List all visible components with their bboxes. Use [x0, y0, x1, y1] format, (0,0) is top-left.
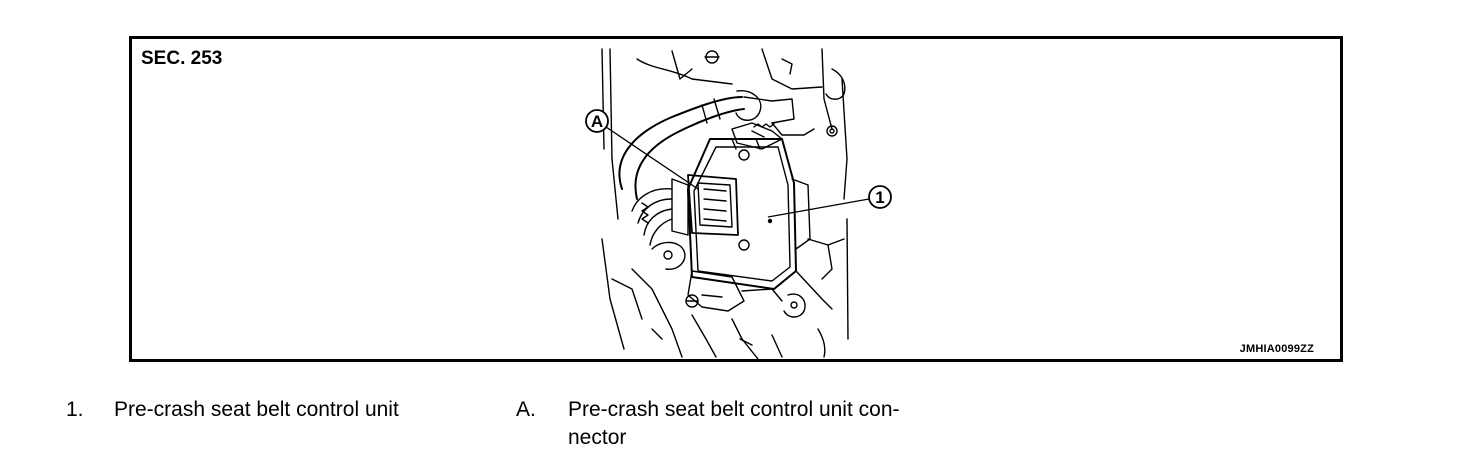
callout-a: A — [585, 109, 699, 190]
legend-key: A. — [516, 398, 536, 421]
control-unit-illustration: A 1 — [585, 48, 892, 359]
legend-key: 1. — [66, 398, 84, 421]
legend-text: Pre-crash seat belt control unit — [114, 398, 399, 421]
section-label: SEC. 253 — [141, 48, 223, 69]
figure-code: JMHIA0099ZZ — [1239, 343, 1314, 355]
callout-1-label: 1 — [875, 188, 884, 207]
callout-1: 1 — [767, 185, 892, 218]
legend-text-line1: Pre-crash seat belt control unit con- — [568, 398, 900, 421]
legend-text-line2: nector — [568, 426, 627, 449]
callout-a-label: A — [591, 112, 603, 131]
figure-frame: SEC. 253 — [129, 36, 1343, 362]
